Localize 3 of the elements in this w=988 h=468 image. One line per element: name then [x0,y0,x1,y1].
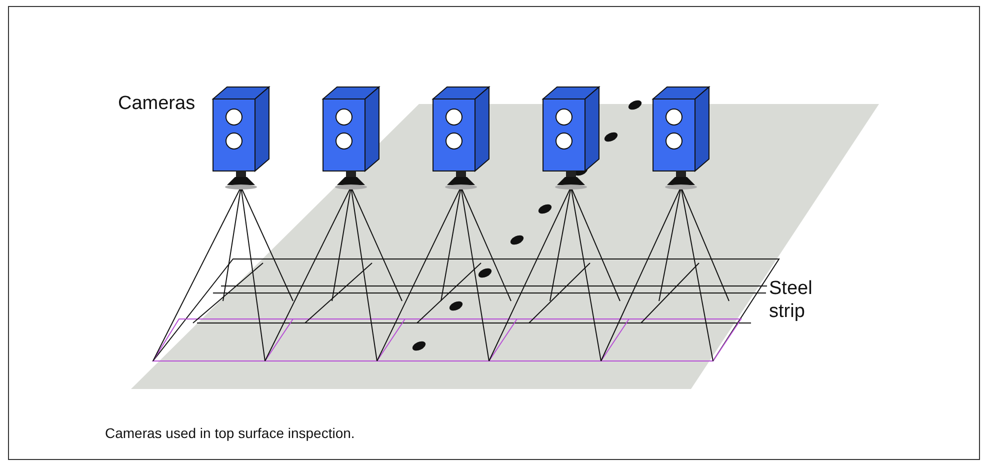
part-label: Steel strip [769,278,814,324]
part-label: Cameras [118,93,196,116]
figure-caption: Cameras used in top surface inspection. [105,425,355,441]
